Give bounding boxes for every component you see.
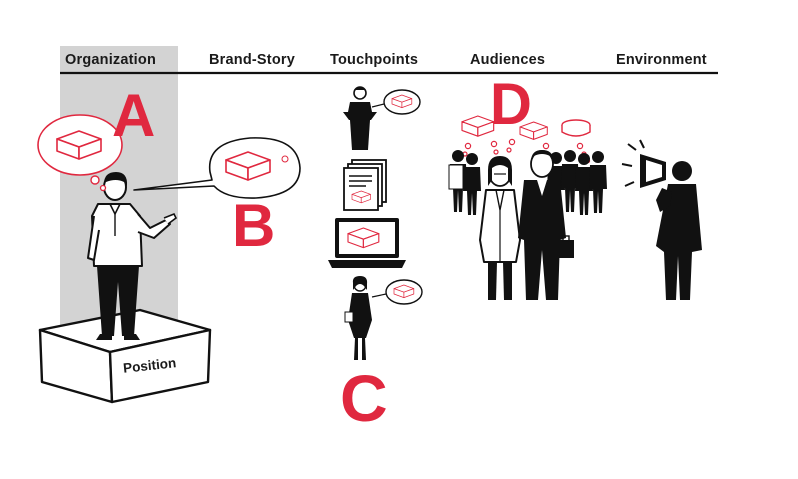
scientist-icon <box>479 156 521 300</box>
marker-d: D <box>490 72 532 137</box>
speaking-man-icon <box>87 172 178 340</box>
marker-c: C <box>340 361 388 435</box>
column-environment: Environment <box>616 52 707 68</box>
column-touchpoints: Touchpoints <box>330 52 419 68</box>
podium-speaker-icon <box>343 86 421 150</box>
megaphone-icon <box>621 139 702 300</box>
audience-crowd-icon <box>448 150 607 215</box>
marker-b: B <box>232 192 276 259</box>
businessman-icon <box>518 150 574 300</box>
column-brand-story: Brand-Story <box>209 52 295 68</box>
laptop-icon <box>328 218 406 268</box>
thought-bubble-icon <box>37 114 123 192</box>
marker-a: A <box>112 82 156 149</box>
businesswoman-icon <box>344 276 423 360</box>
audience-thoughts <box>461 115 591 164</box>
documents-icon <box>343 159 387 211</box>
column-organization: Organization <box>65 52 157 68</box>
column-audiences: Audiences <box>470 52 546 68</box>
speech-bubble-icon <box>133 137 301 199</box>
